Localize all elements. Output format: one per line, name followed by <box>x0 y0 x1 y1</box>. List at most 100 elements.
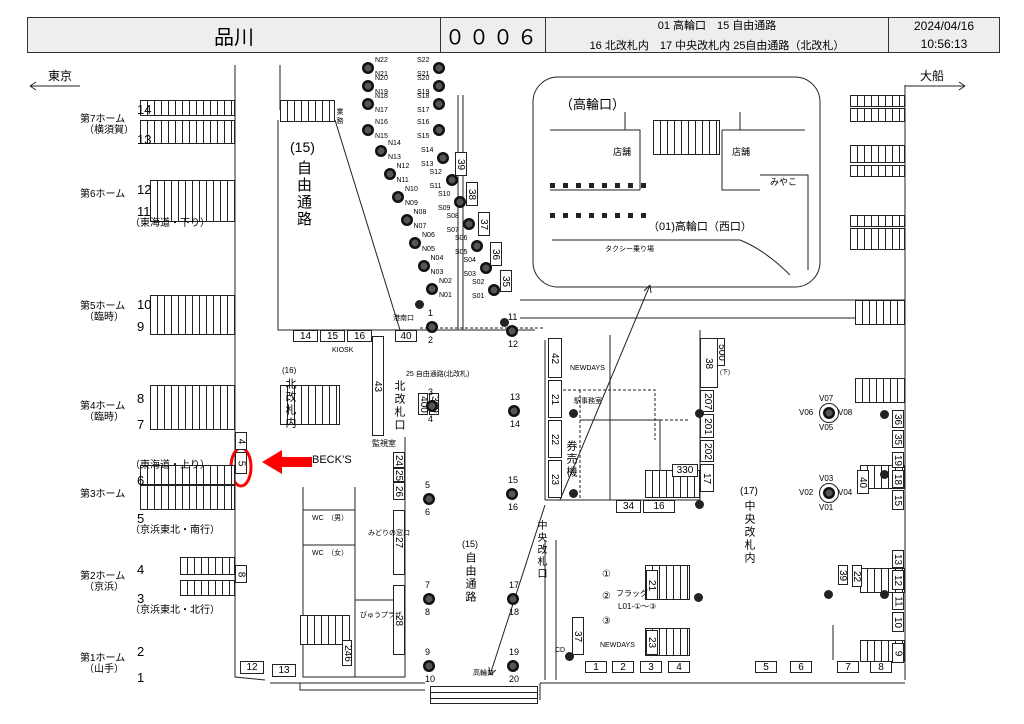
numbered-box-22[interactable]: 22 <box>852 565 862 587</box>
numbered-box-8[interactable]: 8 <box>235 565 247 583</box>
numbered-box-34[interactable]: 34 <box>616 500 641 513</box>
camera-icon[interactable] <box>880 470 889 479</box>
numbered-box-37[interactable]: 37 <box>478 212 490 236</box>
numbered-box-19[interactable]: 19 <box>892 452 904 468</box>
numbered-box-8[interactable]: 8 <box>870 661 892 673</box>
numbered-box-207[interactable]: 207 <box>700 390 714 412</box>
numbered-box-1[interactable]: 1 <box>585 661 607 673</box>
numbered-box-28[interactable]: 28 <box>393 585 405 655</box>
camera-icon[interactable] <box>426 283 438 295</box>
camera-icon[interactable] <box>426 321 438 333</box>
camera-icon[interactable] <box>362 124 374 136</box>
numbered-box-2[interactable]: 2 <box>612 661 634 673</box>
camera-icon[interactable] <box>383 168 396 180</box>
numbered-box-39[interactable]: 39 <box>455 152 467 176</box>
numbered-box-4[interactable]: 4 <box>235 432 247 450</box>
camera-icon[interactable] <box>423 493 435 505</box>
numbered-box-14[interactable]: 14 <box>293 330 318 342</box>
camera-icon[interactable] <box>445 174 458 186</box>
camera-icon[interactable] <box>506 325 518 337</box>
numbered-box-4[interactable]: 4 <box>668 661 690 673</box>
numbered-box-38[interactable]: 38 <box>700 338 718 388</box>
numbered-box-22[interactable]: 22 <box>548 420 562 458</box>
camera-icon[interactable] <box>506 488 518 500</box>
numbered-box-36[interactable]: 36 <box>892 410 904 428</box>
camera-icon[interactable] <box>454 196 466 208</box>
numbered-box-7[interactable]: 7 <box>837 661 859 673</box>
numbered-box-35[interactable]: 35 <box>892 430 904 448</box>
numbered-box-25[interactable]: 25 <box>393 468 405 482</box>
numbered-box-15[interactable]: 15 <box>892 490 904 510</box>
numbered-box-201[interactable]: 201 <box>700 414 714 438</box>
numbered-box-5[interactable]: 5 <box>235 452 247 474</box>
camera-icon[interactable] <box>694 593 703 602</box>
numbered-box-21[interactable]: 21 <box>646 570 658 600</box>
numbered-box-16[interactable]: 16 <box>347 330 372 342</box>
camera-icon[interactable] <box>423 593 435 605</box>
camera-icon[interactable] <box>824 590 833 599</box>
numbered-box-42[interactable]: 42 <box>548 338 562 378</box>
camera-icon[interactable] <box>695 409 704 418</box>
numbered-box-13[interactable]: 13 <box>272 664 296 677</box>
numbered-box-9[interactable]: 9 <box>892 643 904 663</box>
numbered-box-17[interactable]: 17 <box>700 464 714 492</box>
camera-icon[interactable] <box>880 590 889 599</box>
camera-icon[interactable] <box>471 240 483 252</box>
numbered-box-43[interactable]: 43 <box>372 336 384 436</box>
camera-icon[interactable] <box>507 660 519 672</box>
camera-icon[interactable] <box>409 237 421 249</box>
numbered-box-39[interactable]: 39 <box>838 565 848 585</box>
camera-icon[interactable] <box>433 124 445 136</box>
numbered-box-23[interactable]: 23 <box>548 460 562 498</box>
camera-icon[interactable] <box>375 145 387 157</box>
camera-icon[interactable] <box>362 62 374 74</box>
numbered-box-12[interactable]: 12 <box>892 570 904 590</box>
camera-icon[interactable] <box>423 660 435 672</box>
numbered-box-6[interactable]: 6 <box>790 661 812 673</box>
numbered-box-24[interactable]: 24 <box>393 452 405 468</box>
camera-icon[interactable] <box>508 405 520 417</box>
camera-icon[interactable] <box>488 284 500 296</box>
camera-icon[interactable] <box>880 410 889 419</box>
numbered-box-10[interactable]: 10 <box>892 612 904 632</box>
numbered-box-40[interactable]: 40 <box>857 470 869 494</box>
camera-icon[interactable] <box>426 400 438 412</box>
camera-icon[interactable] <box>433 62 445 74</box>
numbered-box-5[interactable]: 5 <box>755 661 777 673</box>
camera-icon[interactable] <box>362 80 374 92</box>
numbered-box-37[interactable]: 37 <box>572 617 584 655</box>
numbered-box-16[interactable]: 16 <box>643 500 675 513</box>
camera-icon[interactable] <box>462 218 475 230</box>
camera-icon[interactable] <box>362 98 374 110</box>
camera-icon[interactable] <box>695 500 704 509</box>
numbered-box-18[interactable]: 18 <box>892 470 904 488</box>
camera-icon[interactable] <box>479 262 492 274</box>
camera-icon[interactable] <box>507 593 519 605</box>
numbered-box-26[interactable]: 26 <box>393 482 405 500</box>
numbered-box-38[interactable]: 38 <box>466 182 478 206</box>
numbered-box-500[interactable]: 500 <box>717 338 725 366</box>
camera-icon[interactable] <box>400 214 413 226</box>
numbered-box-40[interactable]: 40 <box>395 330 417 342</box>
camera-icon[interactable] <box>415 300 424 309</box>
numbered-box-21[interactable]: 21 <box>548 380 562 418</box>
camera-icon[interactable] <box>565 652 574 661</box>
camera-icon[interactable] <box>433 98 445 110</box>
numbered-box-35[interactable]: 35 <box>500 270 512 292</box>
camera-icon[interactable] <box>500 318 509 327</box>
numbered-box-13[interactable]: 13 <box>892 550 904 568</box>
camera-icon[interactable] <box>392 191 404 203</box>
numbered-box-15[interactable]: 15 <box>320 330 345 342</box>
camera-icon[interactable] <box>569 409 578 418</box>
numbered-box-36[interactable]: 36 <box>490 242 502 266</box>
numbered-box-330[interactable]: 330 <box>672 464 698 477</box>
numbered-box-3[interactable]: 3 <box>640 661 662 673</box>
numbered-box-27[interactable]: 27 <box>393 510 405 575</box>
numbered-box-246[interactable]: 246 <box>342 640 352 666</box>
camera-icon[interactable] <box>417 260 430 272</box>
numbered-box-11[interactable]: 11 <box>892 592 904 610</box>
camera-icon[interactable] <box>433 80 445 92</box>
camera-icon[interactable] <box>569 489 578 498</box>
numbered-box-23[interactable]: 23 <box>646 630 658 655</box>
numbered-box-202[interactable]: 202 <box>700 440 714 462</box>
